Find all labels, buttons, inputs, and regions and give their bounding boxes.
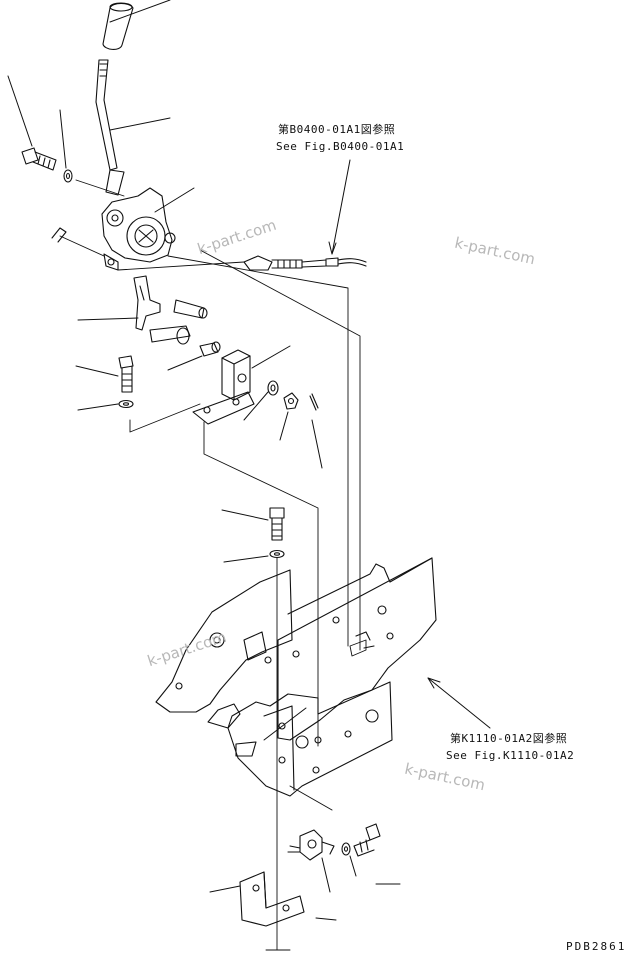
drawing-code: PDB2861 — [566, 940, 627, 953]
bolt-upper — [21, 147, 57, 171]
lower-box-frame — [207, 681, 393, 797]
lever-rod — [95, 59, 125, 196]
cotter-pin-mid — [309, 393, 319, 411]
washer-lower — [341, 842, 351, 856]
switch-sensor — [287, 829, 335, 861]
linkage-arm — [133, 275, 191, 345]
washer-left — [118, 399, 134, 409]
bolt-lower — [353, 823, 381, 857]
reference-label-k1110-en: See Fig.K1110-01A2 — [446, 749, 575, 762]
reference-arrow-cable — [328, 159, 351, 255]
main-frame — [277, 557, 437, 741]
pin-bolt — [173, 299, 208, 319]
lower-bracket — [239, 871, 305, 927]
washer-center — [269, 549, 285, 559]
reference-label-b0400-en: See Fig.B0400-01A1 — [276, 140, 405, 153]
washer-upper — [63, 169, 73, 183]
reference-arrow-frame — [427, 677, 491, 729]
bushing — [199, 341, 221, 357]
lever-base-assembly — [101, 187, 176, 271]
mounting-block — [192, 349, 255, 425]
leader-lines — [7, 0, 401, 921]
assembly-guide-lines — [59, 179, 367, 951]
nut — [283, 392, 299, 410]
bolt-mid — [269, 507, 285, 541]
reference-label-k1110-jp: 第K1110-01A2図参照 — [450, 732, 568, 745]
cotter-pin-upper — [51, 227, 67, 243]
washer-mid — [267, 380, 279, 396]
bolt-left — [118, 355, 134, 393]
lever-knob — [102, 2, 134, 50]
control-cable — [243, 255, 367, 271]
reference-label-b0400-jp: 第B0400-01A1図参照 — [278, 123, 396, 136]
